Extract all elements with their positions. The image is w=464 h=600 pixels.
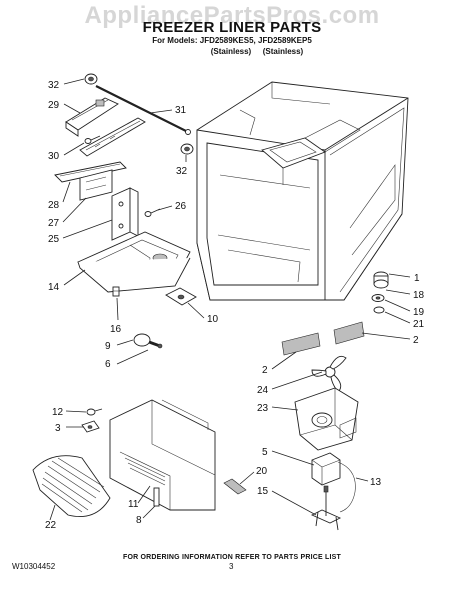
leader-lines	[49, 78, 411, 521]
callout-label: 12	[52, 407, 64, 418]
grille-drawing	[32, 455, 111, 518]
callout-label: 2	[413, 335, 419, 346]
screw-26-drawing	[144, 208, 161, 217]
mounting-bracket-drawing	[111, 187, 139, 241]
slide-assembly-drawing	[54, 161, 127, 201]
strip-20-drawing	[223, 478, 247, 495]
callout-label: 26	[175, 201, 187, 212]
grommet-top-drawing	[84, 73, 98, 85]
finish-label: (Stainless)	[262, 47, 304, 56]
callout-label: 15	[257, 486, 269, 497]
cap-3-drawing	[81, 420, 100, 433]
callout-label: 20	[256, 466, 268, 477]
callout-label: 11	[128, 499, 139, 510]
control-rod-drawing	[95, 85, 191, 135]
callout-labels: 32 29 31 30 32 28 26 27 25 14 10 16 9 6 …	[45, 80, 425, 531]
callout-label: 25	[48, 234, 60, 245]
callout-label: 18	[413, 290, 425, 301]
fan-blade-drawing	[311, 355, 347, 393]
hinge-parts-drawing	[371, 271, 389, 314]
callout-label: 21	[413, 319, 425, 330]
rear-panel-drawing	[109, 399, 216, 511]
ordering-note: FOR ORDERING INFORMATION REFER TO PARTS …	[122, 554, 342, 561]
screw-30-drawing	[84, 135, 101, 144]
callout-label: 9	[105, 341, 111, 352]
callout-label: 27	[48, 218, 60, 229]
damper-bracket-drawing	[65, 97, 119, 137]
fan-housing-drawing	[294, 387, 359, 451]
callout-label: 28	[48, 200, 60, 211]
site-watermark: AppliancePartsPros.com	[84, 2, 380, 29]
callout-label: 3	[55, 423, 61, 434]
callout-label: 6	[105, 359, 111, 370]
callout-label: 31	[175, 105, 187, 116]
fan-motor-drawing	[311, 452, 356, 513]
callout-label: 13	[370, 477, 382, 488]
screw-12-drawing	[86, 408, 103, 416]
pin-8-drawing	[153, 487, 160, 507]
foam-pad-left-drawing	[281, 332, 321, 356]
plate-10-drawing	[165, 287, 197, 306]
callout-label: 2	[262, 365, 268, 376]
callout-label: 24	[257, 385, 269, 396]
motor-bracket-drawing	[310, 492, 342, 531]
grommet-lower-drawing	[180, 143, 194, 155]
callout-label: 16	[110, 324, 122, 335]
callout-label: 8	[136, 515, 142, 526]
page-number: 3	[229, 562, 234, 571]
callout-label: 30	[48, 151, 60, 162]
model-finishes: (Stainless) (Stainless)	[205, 47, 309, 56]
callout-label: 23	[257, 403, 269, 414]
finish-label: (Stainless)	[210, 47, 252, 56]
callout-label: 22	[45, 520, 57, 531]
slide-rail-drawing	[79, 117, 146, 157]
duct-cover-drawing	[77, 231, 191, 293]
freezer-liner-drawing	[196, 81, 409, 301]
callout-label: 19	[413, 307, 425, 318]
callout-label: 32	[176, 166, 188, 177]
clip-16-drawing	[112, 286, 120, 297]
diagram-title: FREEZER LINER PARTS	[142, 19, 322, 36]
model-numbers: For Models: JFD2589KES5, JFD2589KEP5	[152, 36, 312, 45]
callout-label: 1	[414, 273, 420, 284]
callout-label: 14	[48, 282, 60, 293]
callout-label: 5	[262, 447, 268, 458]
callout-label: 29	[48, 100, 60, 111]
callout-label: 10	[207, 314, 219, 325]
thermistor-drawing	[133, 333, 163, 349]
callout-label: 32	[48, 80, 60, 91]
document-number: W10304452	[12, 562, 56, 571]
foam-pad-right-drawing	[333, 321, 365, 345]
